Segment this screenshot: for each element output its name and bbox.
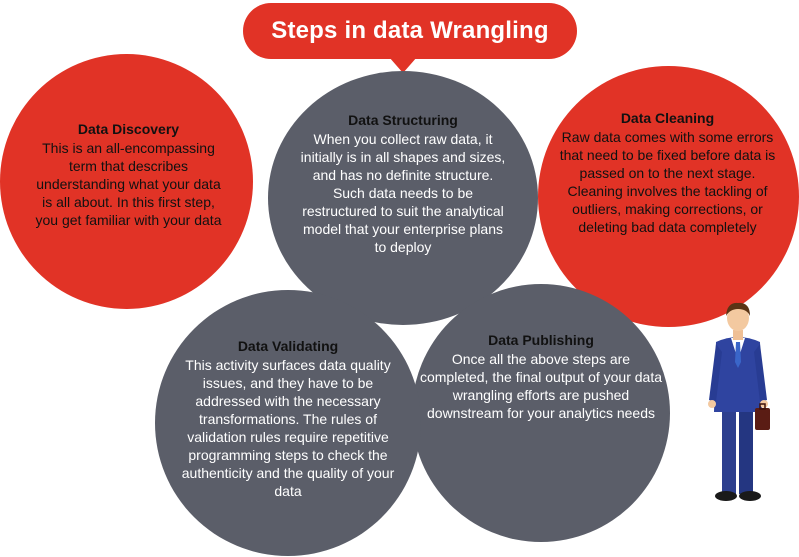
step-data-discovery: Data Discovery This is an all-encompassi… [0, 54, 253, 309]
step-description: This activity surfaces data quality issu… [181, 357, 395, 499]
page-title: Steps in data Wrangling [271, 17, 549, 44]
step-data-structuring: Data Structuring When you collect raw da… [268, 71, 538, 325]
step-description: Raw data comes with some errors that nee… [559, 129, 776, 235]
step-description: When you collect raw data, it initially … [300, 131, 506, 255]
title-banner: Steps in data Wrangling [243, 3, 577, 59]
title-pointer [389, 57, 417, 73]
step-description: This is an all-encompassing term that de… [35, 140, 222, 228]
step-heading: Data Validating [237, 338, 339, 354]
step-description: Once all the above steps are completed, … [419, 351, 663, 421]
step-heading: Data Structuring [348, 112, 458, 128]
step-data-publishing: Data Publishing Once all the above steps… [412, 284, 670, 542]
step-heading: Data Discovery [77, 121, 180, 137]
step-data-cleaning: Data Cleaning Raw data comes with some e… [538, 66, 799, 327]
businessman-with-briefcase-icon [708, 302, 770, 501]
step-data-validating: Data Validating This activity surfaces d… [155, 290, 421, 556]
step-heading: Data Publishing [488, 332, 594, 348]
step-heading: Data Cleaning [620, 110, 715, 126]
